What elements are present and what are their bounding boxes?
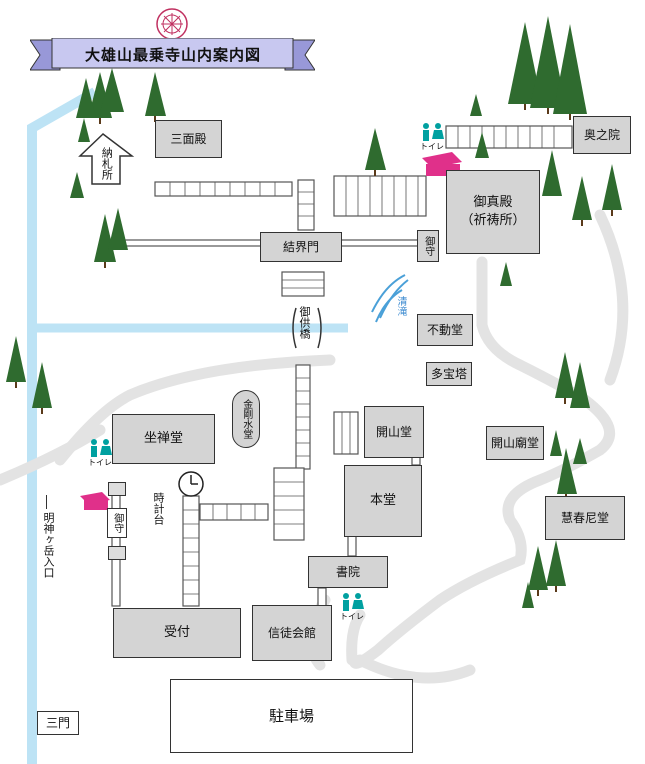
- label-tokeidai: 時計台: [152, 492, 165, 525]
- map-title: 大雄山最乗寺山内案内図: [84, 46, 261, 64]
- tree-icons: [6, 16, 622, 608]
- label-myojingatake-entrance: 明神ヶ岳入口: [42, 512, 55, 578]
- building-omamori-left[interactable]: 御守: [107, 508, 127, 538]
- building-chushajo[interactable]: 駐車場: [170, 679, 413, 753]
- nousatsujo-arrow-shape: [78, 133, 135, 185]
- title-banner: [30, 38, 315, 71]
- waterfall-icon: [371, 274, 409, 323]
- offering-box-icon: [80, 152, 462, 510]
- toilet-icon: [343, 593, 364, 611]
- gate-post-top: [108, 482, 126, 496]
- toilet-icon: [423, 123, 444, 141]
- building-nousatsujo[interactable]: 納札所: [100, 146, 114, 180]
- building-uketsuke[interactable]: 受付: [113, 608, 241, 658]
- gate-post-bottom: [108, 546, 126, 560]
- temple-crest-logo: [156, 8, 188, 40]
- building-shintokaikan[interactable]: 信徒会館: [252, 605, 332, 661]
- bridge: [292, 307, 322, 349]
- toilet-left[interactable]: トイレ: [84, 438, 116, 468]
- building-zazendo[interactable]: 坐禅堂: [112, 414, 215, 464]
- building-eshunnido[interactable]: 慧春尼堂: [545, 496, 625, 540]
- building-tahoto[interactable]: 多宝塔: [426, 362, 472, 386]
- toilet-label: トイレ: [420, 142, 444, 151]
- building-sanmon[interactable]: 三門: [37, 711, 79, 735]
- building-sanmenden[interactable]: 三面殿: [155, 120, 222, 158]
- toilet-top[interactable]: トイレ: [416, 122, 448, 152]
- toilet-icon: [91, 439, 112, 457]
- building-shoin[interactable]: 書院: [308, 556, 388, 588]
- building-hondo[interactable]: 本堂: [344, 465, 422, 537]
- building-kaisando[interactable]: 開山堂: [364, 406, 424, 458]
- label-gokyobashi: 御供橋: [298, 306, 311, 339]
- clock-icon: [178, 471, 204, 497]
- building-kekkaimon[interactable]: 結界門: [260, 232, 342, 262]
- building-kaisanbyodo[interactable]: 開山廟堂: [486, 426, 544, 460]
- trail-marker-line: [46, 495, 47, 509]
- building-omamori-top[interactable]: 御守: [417, 230, 439, 262]
- toilet-label: トイレ: [340, 612, 364, 621]
- building-fudodo[interactable]: 不動堂: [417, 314, 473, 346]
- river: [27, 87, 98, 764]
- building-okunoin[interactable]: 奥之院: [573, 116, 631, 154]
- toilet-label: トイレ: [88, 458, 112, 467]
- building-goshinden[interactable]: 御真殿 （祈祷所）: [446, 170, 540, 254]
- trails: [0, 209, 629, 684]
- toilet-bottom[interactable]: トイレ: [336, 592, 368, 622]
- label-shoryu: 清滝: [395, 296, 406, 316]
- building-kongosuido[interactable]: 金剛水堂: [232, 390, 260, 448]
